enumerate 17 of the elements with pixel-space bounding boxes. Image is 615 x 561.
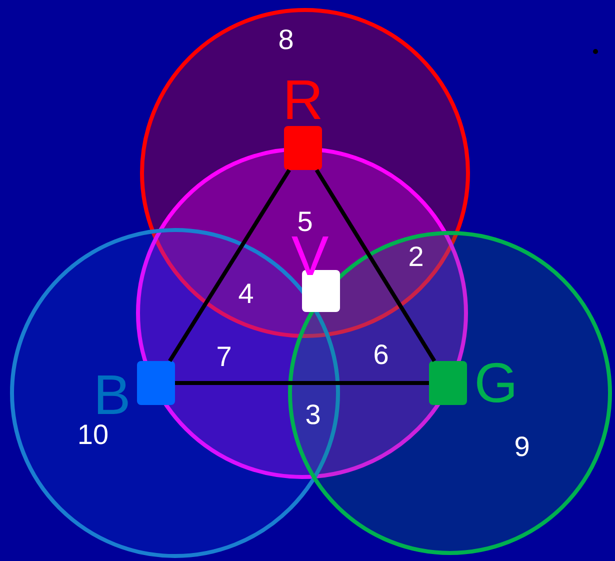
region-number: 10 (77, 421, 109, 449)
region-number: 9 (514, 433, 530, 461)
vertex-letter: B (93, 367, 131, 423)
region-number: 7 (216, 343, 232, 371)
triangle-edge (168, 168, 291, 362)
vertex-letter: G (474, 355, 518, 411)
region-number: 4 (238, 280, 254, 308)
vertex-square (429, 361, 467, 405)
vertex-letter: R (282, 72, 324, 128)
triangle-edge (314, 168, 436, 362)
region-number: 6 (373, 341, 389, 369)
vertex-square (137, 361, 175, 405)
region-number: 3 (305, 401, 321, 429)
region-number: 8 (278, 26, 294, 54)
triangle-edge (175, 381, 429, 385)
region-number: 2 (408, 243, 424, 271)
vertex-square (284, 126, 322, 170)
